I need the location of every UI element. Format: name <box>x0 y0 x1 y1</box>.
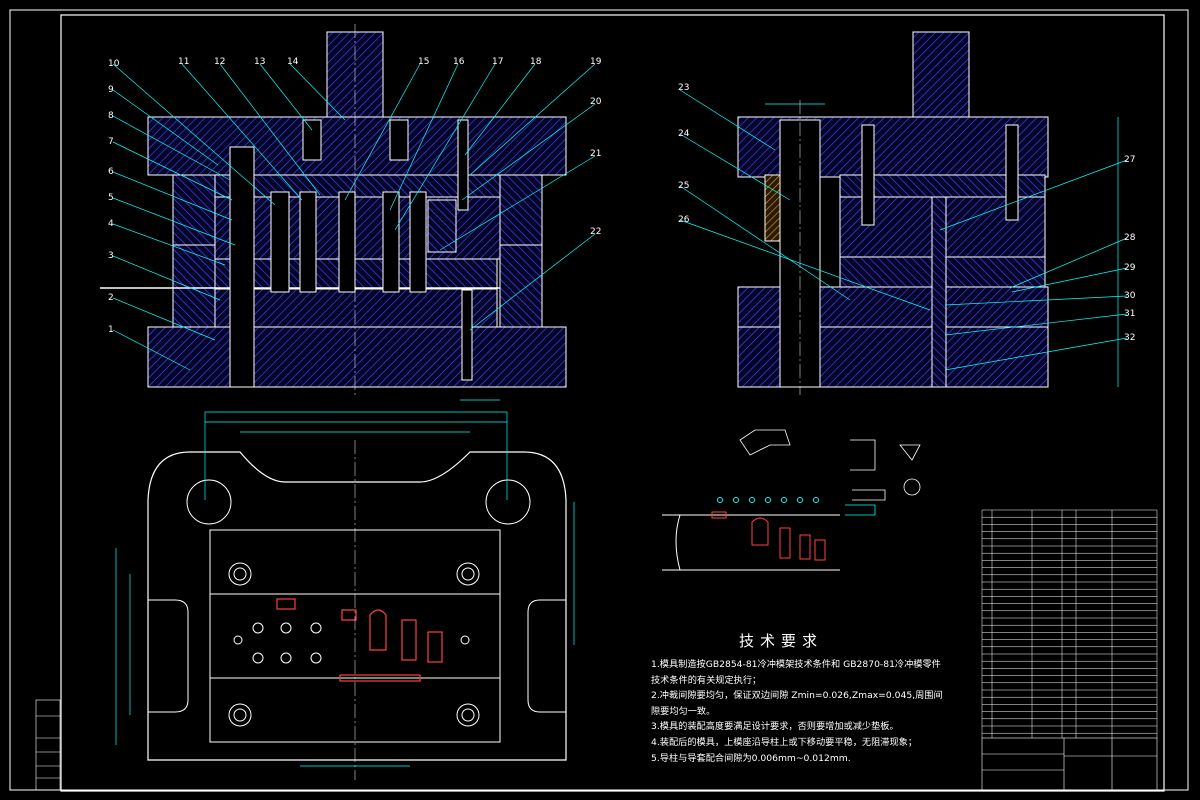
strip-layout <box>662 497 840 571</box>
balloon-label: 2 <box>108 293 114 303</box>
balloon-label: 22 <box>590 227 601 237</box>
side-leaders <box>679 89 1128 371</box>
balloon-label: 28 <box>1124 233 1136 243</box>
balloon-label: 7 <box>108 137 114 147</box>
requirement-line: 1.模具制造按GB2854-81冷冲模架技术条件和 GB2870-81冷冲模零件 <box>651 659 941 670</box>
balloon-label: 5 <box>108 193 114 203</box>
balloon-label: 12 <box>214 57 225 67</box>
balloon-label: 15 <box>418 57 429 67</box>
balloon-label: 11 <box>178 57 189 67</box>
balloon-label: 8 <box>108 111 114 121</box>
requirement-line: 隙要均匀一致。 <box>651 705 716 717</box>
requirement-line: 技术条件的有关规定执行； <box>651 674 762 686</box>
front-leaders <box>112 63 596 371</box>
balloon-label: 25 <box>678 181 689 191</box>
balloon-label: 9 <box>108 85 114 95</box>
balloon-label: 30 <box>1124 291 1136 301</box>
plan-view <box>115 411 575 780</box>
side-title-strip <box>35 699 61 791</box>
technical-requirements-title: 技术要求 <box>738 632 823 650</box>
part-detail-views <box>739 429 921 516</box>
title-block <box>981 737 1158 791</box>
balloon-label: 21 <box>590 149 601 159</box>
front-section-view <box>100 24 567 401</box>
balloon-label: 32 <box>1124 333 1135 343</box>
balloon-label: 19 <box>590 57 602 67</box>
balloon-label: 6 <box>108 167 114 177</box>
balloon-label: 17 <box>492 57 503 67</box>
balloon-label: 31 <box>1124 309 1135 319</box>
balloon-label: 3 <box>108 251 114 261</box>
requirement-line: 2.冲裁间隙要均匀，保证双边间隙 Zmin=0.026,Zmax=0.045,周… <box>651 690 943 702</box>
side-section-view <box>737 31 1119 395</box>
bom-table <box>981 509 1158 738</box>
side-balloon-labels: 23 24 25 26 27 28 29 30 31 32 <box>678 83 1136 343</box>
requirement-line: 3.模具的装配高度要满足设计要求，否则要增加或减少垫板。 <box>651 721 899 733</box>
requirement-line: 4.装配后的模具，上模座沿导柱上或下移动要平稳，无阻滞现象； <box>651 736 918 748</box>
balloon-label: 27 <box>1124 155 1135 165</box>
requirement-line: 5.导柱与导套配合间隙为0.006mm~0.012mm. <box>651 752 851 764</box>
balloon-label: 24 <box>678 129 690 139</box>
balloon-label: 26 <box>678 215 690 225</box>
balloon-label: 23 <box>678 83 689 93</box>
balloon-label: 18 <box>530 57 542 67</box>
balloon-label: 20 <box>590 97 602 107</box>
sheet-border <box>9 9 1189 792</box>
balloon-label: 14 <box>287 57 299 67</box>
balloon-label: 10 <box>108 59 120 69</box>
balloon-label: 4 <box>108 219 114 229</box>
balloon-label: 13 <box>254 57 265 67</box>
balloon-label: 1 <box>108 325 114 335</box>
technical-requirements: 技术要求 1.模具制造按GB2854-81冷冲模架技术条件和 GB2870-81… <box>651 630 981 766</box>
balloon-label: 29 <box>1124 263 1136 273</box>
balloon-label: 16 <box>453 57 465 67</box>
